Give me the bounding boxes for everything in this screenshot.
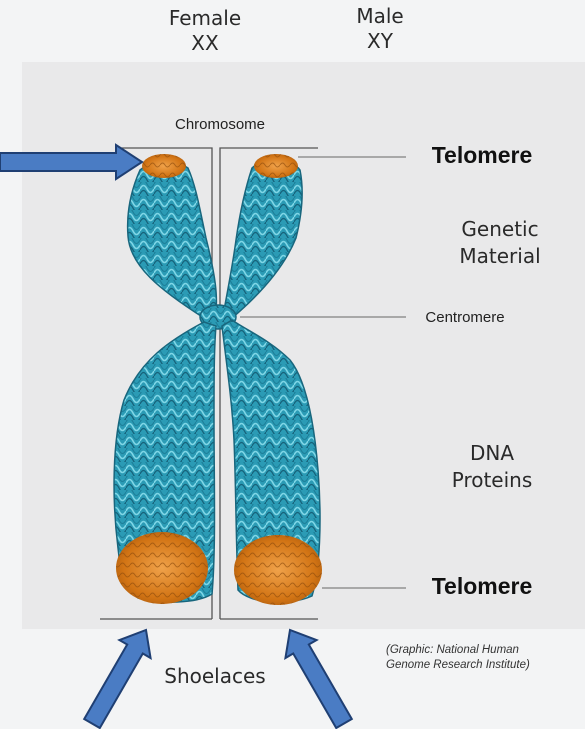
centromere-label: Centromere — [410, 309, 520, 326]
dna-proteins-label: DNA Proteins — [432, 440, 552, 494]
genetic-material-label: Genetic Material — [440, 216, 560, 270]
shoelace-arrow-right — [274, 621, 359, 729]
genetic-material-line-1: Genetic — [440, 216, 560, 243]
telomere-cap-bottom-right — [234, 535, 322, 605]
telomere-cap-top-left — [142, 154, 186, 178]
telomere-cap-bottom-left — [116, 532, 208, 604]
dna-proteins-line-1: DNA — [432, 440, 552, 467]
telomere-top-label: Telomere — [412, 142, 552, 169]
dna-proteins-line-2: Proteins — [432, 467, 552, 494]
left-chromatid-upper — [128, 162, 217, 322]
genetic-material-line-2: Material — [440, 243, 560, 270]
shoelaces-label: Shoelaces — [150, 663, 280, 690]
chromosome-label: Chromosome — [160, 116, 280, 133]
image-credit: (Graphic: National Human Genome Research… — [386, 643, 582, 673]
right-chromatid-upper — [222, 161, 302, 322]
telomere-cap-top-right — [254, 154, 298, 178]
telomere-bottom-label: Telomere — [412, 573, 552, 600]
telomere-pointer-arrow — [0, 145, 142, 179]
credit-line-1: (Graphic: National Human — [386, 643, 582, 658]
credit-line-2: Genome Research Institute) — [386, 658, 582, 673]
